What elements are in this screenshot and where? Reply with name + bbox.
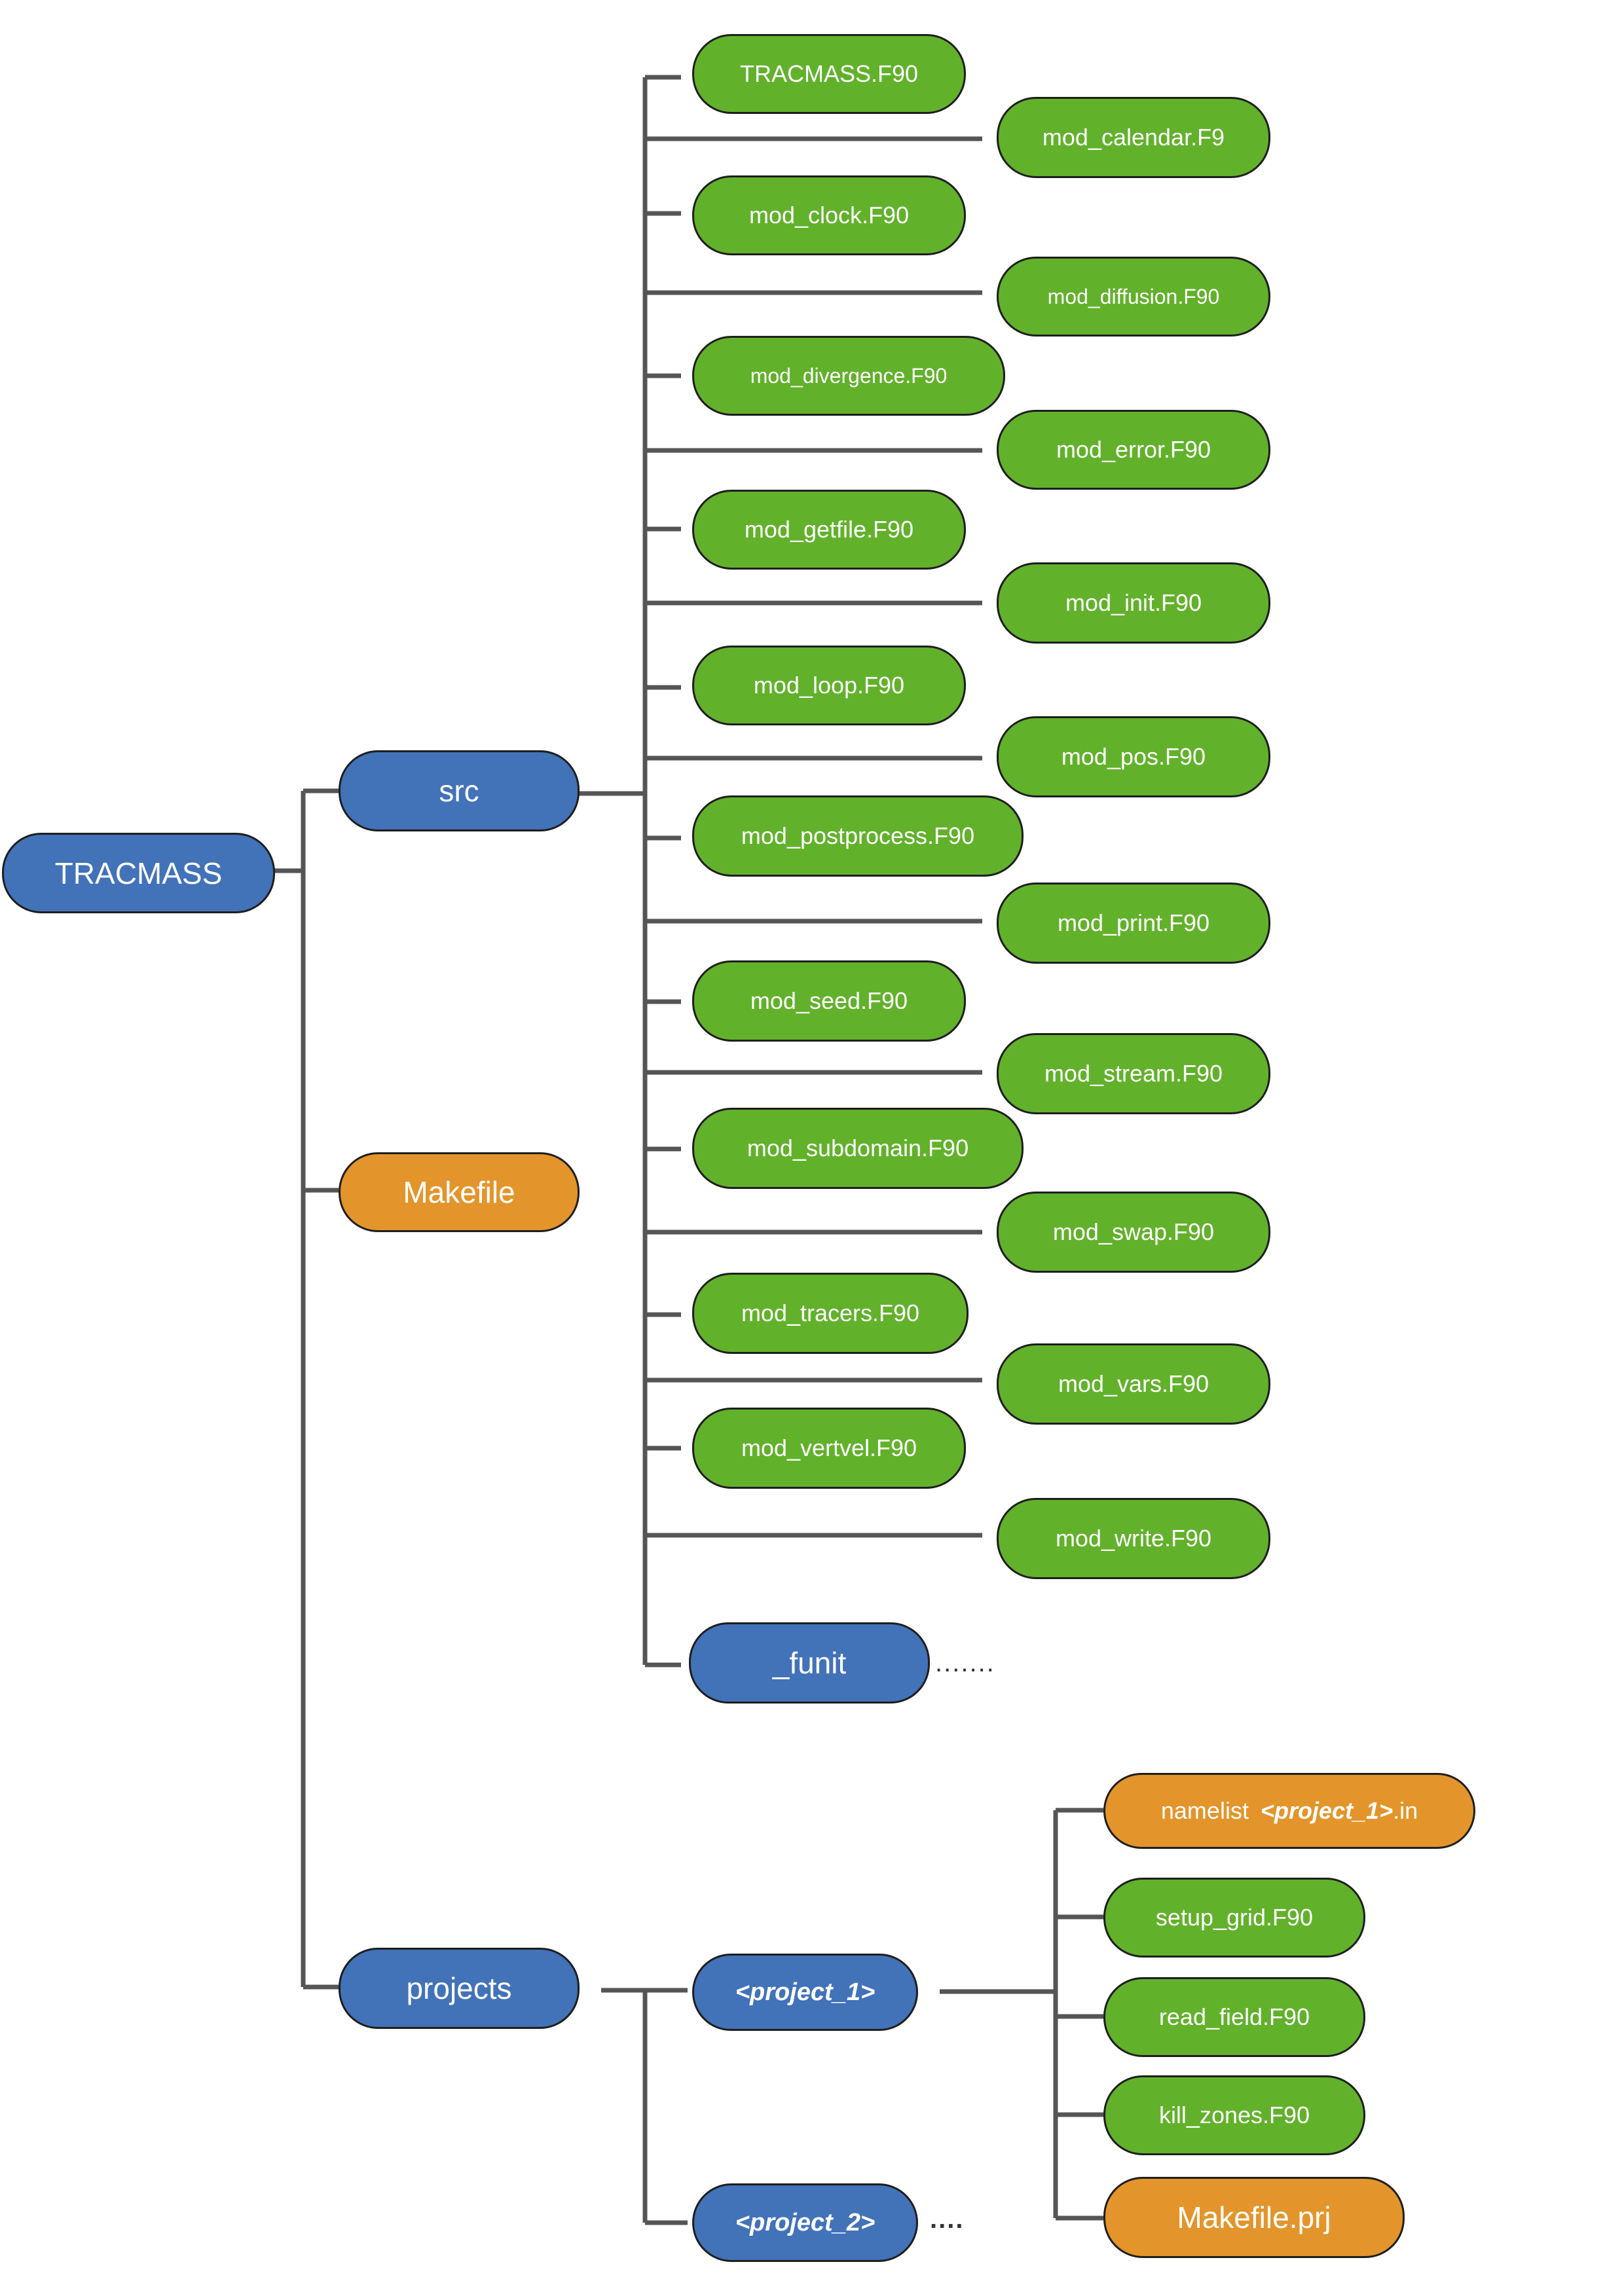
dir-node-funit: _funit — [689, 1622, 930, 1704]
src-file-node: mod_diffusion.F90 — [997, 257, 1270, 337]
dir-node-project-2: <project_2> — [692, 2183, 918, 2262]
namelist-project-name: <project_1> — [1260, 1797, 1393, 1824]
src-file-node: mod_clock.F90 — [692, 175, 966, 255]
src-file-node: mod_calendar.F9 — [997, 97, 1270, 178]
src-file-node: mod_vertvel.F90 — [692, 1408, 966, 1489]
file-node-makefile: Makefile — [339, 1152, 580, 1232]
src-file-node: mod_error.F90 — [997, 410, 1270, 490]
namelist-suffix: .in — [1393, 1797, 1418, 1824]
src-file-node: mod_subdomain.F90 — [692, 1108, 1024, 1189]
project-file-read-field: read_field.F90 — [1103, 1977, 1365, 2057]
project-file-makefile-prj: Makefile.prj — [1103, 2177, 1405, 2258]
dir-node-projects: projects — [339, 1948, 580, 2029]
src-file-node: mod_vars.F90 — [997, 1343, 1270, 1425]
dir-node-src: src — [339, 750, 580, 831]
dir-node-project-1: <project_1> — [692, 1954, 918, 2031]
root-node-tracmass: TRACMASS — [2, 833, 275, 913]
src-file-node: mod_stream.F90 — [997, 1033, 1270, 1114]
src-file-node: mod_tracers.F90 — [692, 1273, 969, 1354]
namelist-prefix: namelist — [1160, 1797, 1249, 1824]
src-file-node: mod_swap.F90 — [997, 1192, 1270, 1273]
src-file-node: mod_divergence.F90 — [692, 336, 1005, 416]
src-file-node: mod_seed.F90 — [692, 960, 966, 1042]
src-file-node: mod_postprocess.F90 — [692, 795, 1024, 877]
project-2-continuation-dots: .... — [930, 2205, 965, 2234]
src-file-node: mod_init.F90 — [997, 562, 1270, 644]
funit-continuation-dots: ....... — [935, 1649, 995, 1677]
src-file-node: mod_print.F90 — [997, 883, 1270, 964]
src-file-node: mod_loop.F90 — [692, 646, 966, 725]
src-file-node: TRACMASS.F90 — [692, 34, 966, 114]
file-node-namelist: namelist <project_1> .in — [1103, 1773, 1475, 1849]
src-file-node: mod_getfile.F90 — [692, 490, 966, 570]
project-file-setup-grid: setup_grid.F90 — [1103, 1878, 1365, 1958]
project-file-kill-zones: kill_zones.F90 — [1103, 2075, 1365, 2155]
src-file-node: mod_pos.F90 — [997, 716, 1270, 797]
src-file-node: mod_write.F90 — [997, 1498, 1270, 1579]
